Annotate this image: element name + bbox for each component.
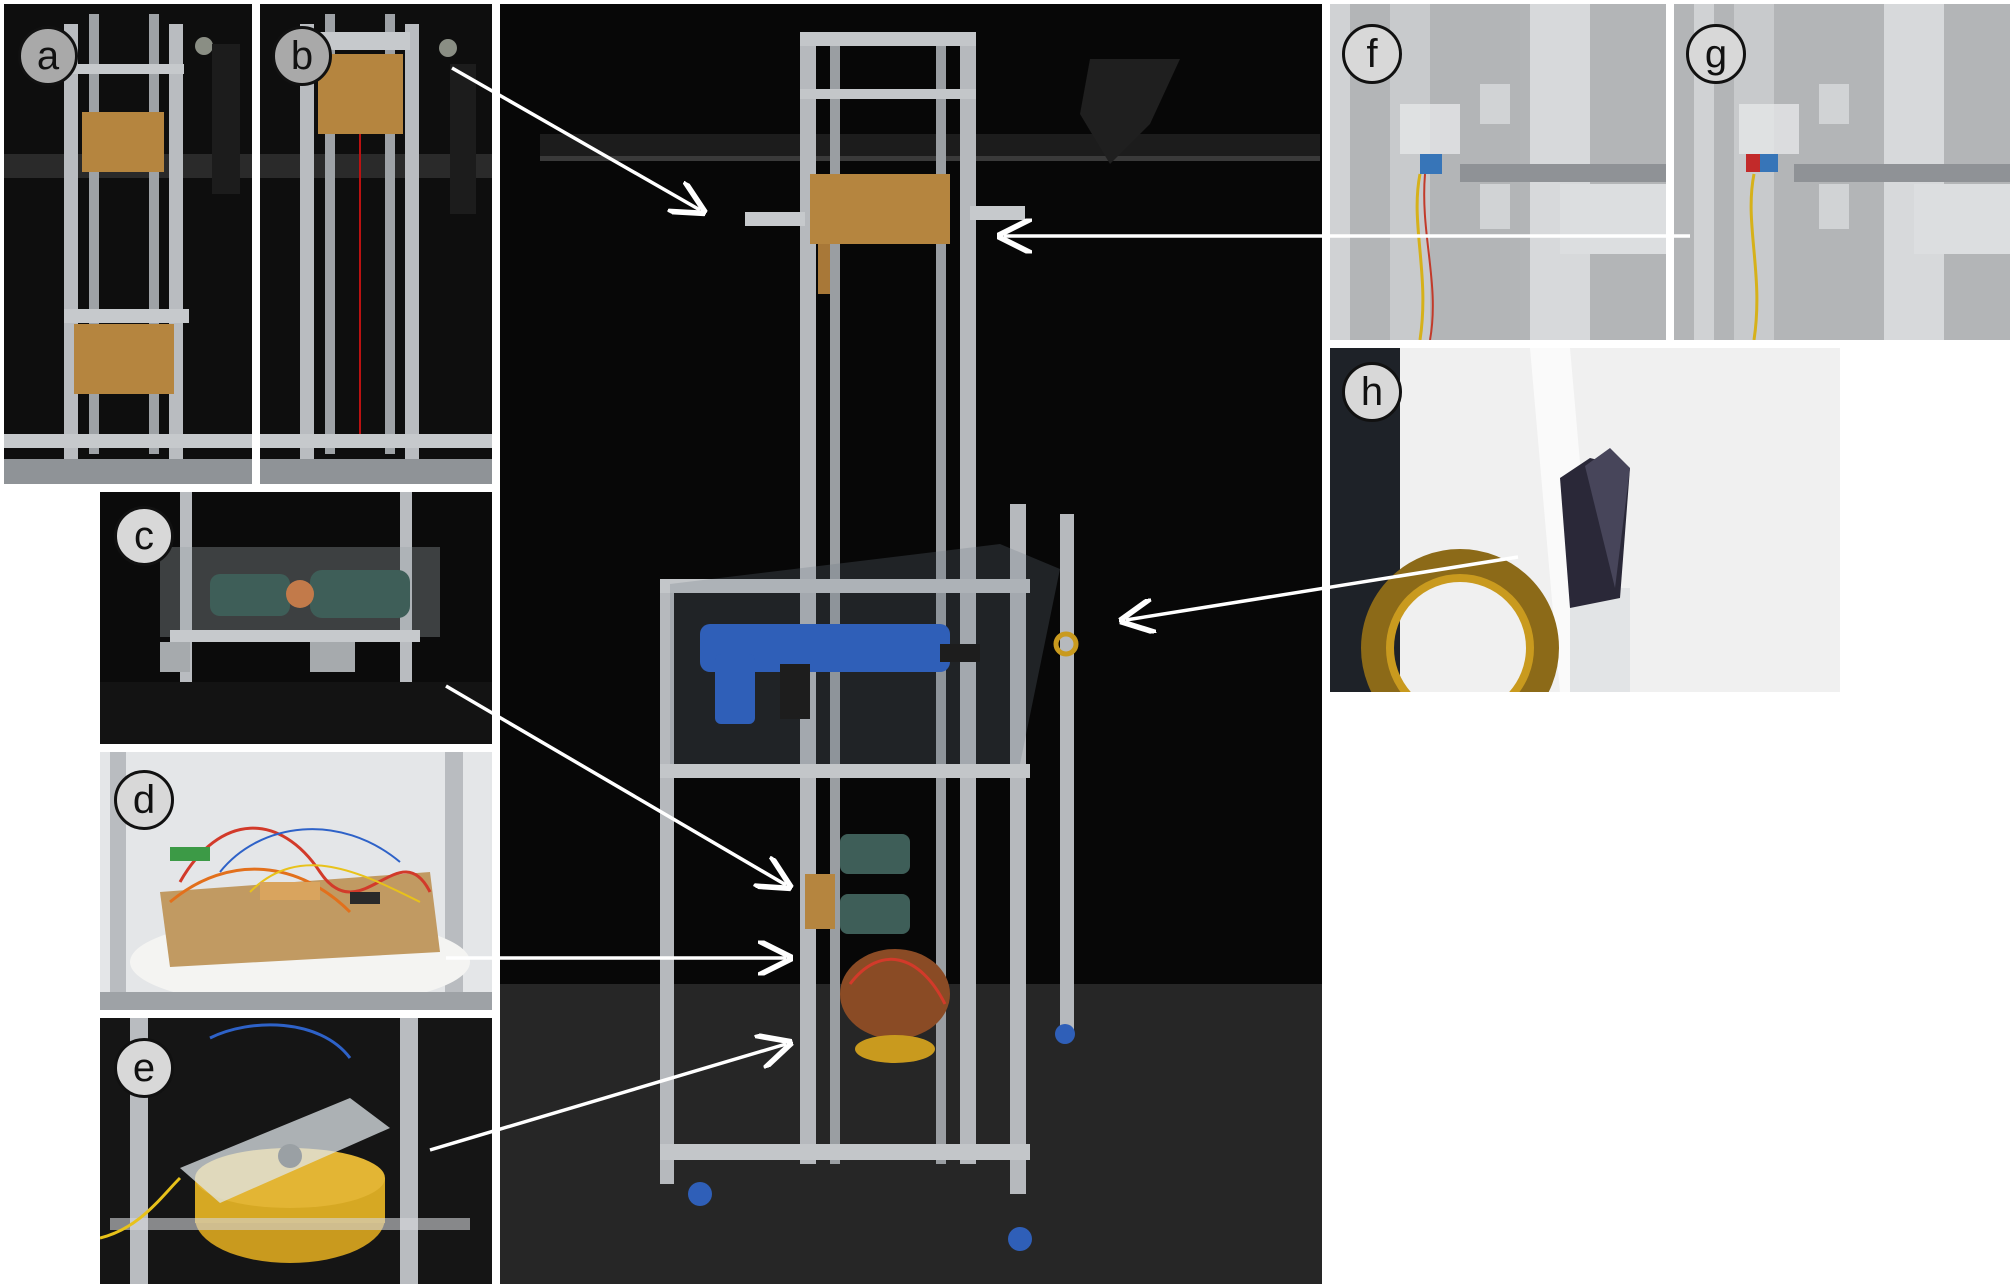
- electronics-wiring-photo: [100, 752, 492, 1010]
- photo-panel-f: f: [1330, 4, 1666, 340]
- panel-label-h: h: [1342, 362, 1402, 422]
- panel-label-c: c: [114, 506, 174, 566]
- panel-label-g: g: [1686, 24, 1746, 84]
- photo-panel-d: d: [100, 752, 492, 1010]
- panel-label-b: b: [272, 26, 332, 86]
- photo-panel-b: b: [260, 4, 492, 484]
- photo-panel-a: a: [4, 4, 252, 484]
- panel-label-e: e: [114, 1038, 174, 1098]
- main-photo: [500, 4, 1322, 1284]
- photo-panel-g: g: [1674, 4, 2010, 340]
- motor-assembly-photo: [100, 492, 492, 744]
- panel-label-d: d: [114, 770, 174, 830]
- target-flap-photo: [1330, 348, 1840, 692]
- photo-panel-e: e: [100, 1018, 492, 1284]
- photo-panel-h: h: [1330, 348, 1840, 692]
- elevator-tower-photo: [500, 4, 1322, 1284]
- panel-label-a: a: [18, 26, 78, 86]
- tower-top-photo-a: [4, 4, 252, 484]
- panel-label-f: f: [1342, 24, 1402, 84]
- photo-panel-c: c: [100, 492, 492, 744]
